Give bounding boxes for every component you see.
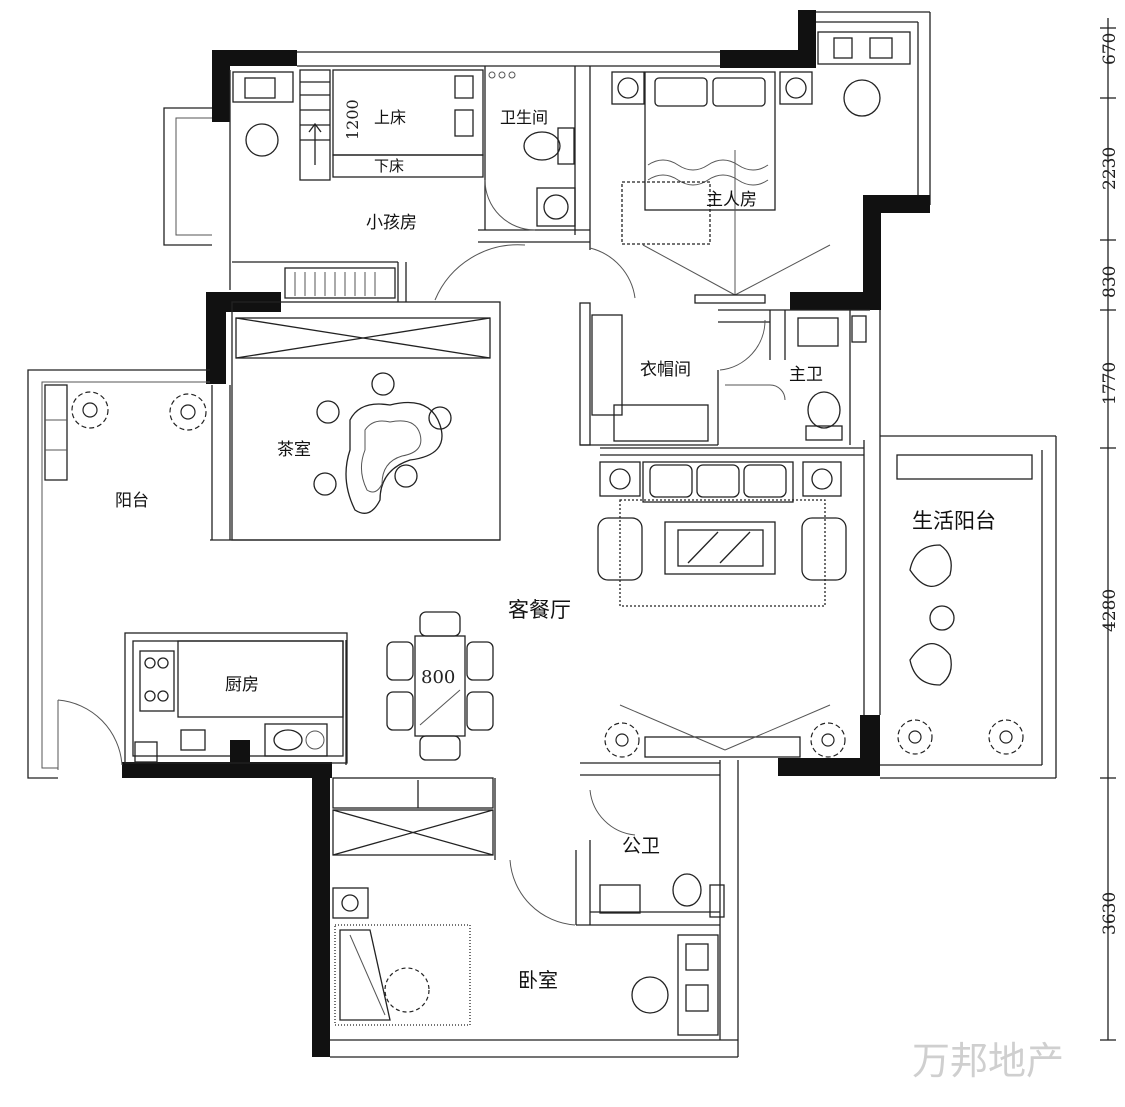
plant-icon: [71, 391, 1024, 1013]
watermark: 万邦地产: [912, 1039, 1064, 1083]
room-label-tea-room: 茶室: [277, 440, 311, 460]
room-label-living-dining: 客餐厅: [508, 598, 571, 622]
room-label-balcony: 阳台: [115, 491, 149, 511]
room-label-child-room: 小孩房: [366, 213, 417, 233]
furniture: [44, 31, 1033, 1036]
dimension-label: 670: [1100, 33, 1120, 65]
room-label-public-bath: 公卫: [622, 835, 660, 857]
bed-width-label: 1200: [343, 99, 362, 140]
dimension-label: 4280: [1100, 589, 1120, 632]
walls: [27, 10, 1057, 1058]
dimension-line: 670 2230 830 1770 4280 3630: [1100, 18, 1120, 1041]
dimension-label: 2230: [1100, 147, 1120, 190]
room-label-toilet: 卫生间: [500, 108, 548, 127]
room-label-lower-bed: 下床: [374, 157, 404, 175]
sofa-icon: [642, 461, 794, 503]
room-labels: 小孩房 上床 下床 1200 卫生间 主人房 衣帽间 主卫 茶室 阳台 客餐厅 …: [115, 99, 996, 992]
room-label-master-room: 主人房: [706, 190, 757, 210]
toilet-icon: [805, 391, 843, 441]
dining-table-icon: [386, 611, 494, 761]
partitions: [57, 66, 870, 926]
dimension-label: 1770: [1100, 362, 1120, 405]
chair-icon: [245, 123, 279, 157]
room-label-kitchen: 厨房: [225, 675, 259, 695]
room-label-wardrobe: 衣帽间: [640, 360, 691, 380]
dimension-label: 3630: [1100, 892, 1120, 935]
toilet-icon: [523, 127, 575, 165]
room-label-bedroom: 卧室: [518, 968, 558, 992]
room-label-utility-balcony: 生活阳台: [912, 509, 996, 533]
sink-icon: [264, 723, 328, 757]
dimension-label: 830: [1100, 266, 1120, 298]
room-label-upper-bed: 上床: [374, 108, 406, 127]
stove-icon: [139, 650, 175, 712]
table-width-label: 800: [421, 667, 455, 688]
room-label-master-bath: 主卫: [789, 365, 823, 385]
